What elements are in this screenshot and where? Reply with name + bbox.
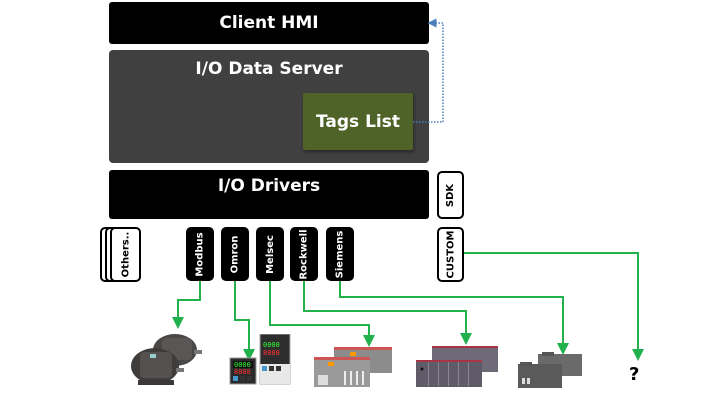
tags-list-box: Tags List bbox=[303, 93, 413, 150]
svg-text:8888: 8888 bbox=[263, 349, 280, 357]
client-hmi-label: Client HMI bbox=[219, 13, 319, 33]
tags-list-label: Tags List bbox=[316, 111, 400, 132]
driver-modbus: Modbus bbox=[186, 227, 214, 281]
io-data-server-label: I/O Data Server bbox=[195, 59, 343, 79]
driver-melsec: Melsec bbox=[256, 227, 284, 281]
rockwell-connector bbox=[303, 281, 472, 345]
io-drivers-box: I/O Drivers bbox=[109, 170, 429, 219]
compact-plcs-image bbox=[518, 352, 582, 388]
siemens-connector bbox=[339, 281, 569, 355]
io-drivers-label: I/O Drivers bbox=[217, 176, 321, 196]
svg-text:0000: 0000 bbox=[263, 341, 280, 349]
client-hmi-box: Client HMI bbox=[109, 2, 429, 44]
driver-omron: Omron bbox=[221, 227, 249, 281]
driver-siemens: Siemens bbox=[326, 227, 354, 281]
melsec-connector bbox=[269, 281, 375, 347]
sdk-box: SDK bbox=[437, 171, 464, 219]
tags-to-hmi-link bbox=[413, 18, 444, 123]
temperature-controllers-image: 0000 8888 0000 8888 bbox=[229, 334, 291, 385]
custom-connector bbox=[464, 252, 644, 361]
unknown-device-label: ? bbox=[629, 364, 640, 385]
electric-motors-image bbox=[131, 334, 202, 385]
svg-text:8888: 8888 bbox=[234, 368, 251, 376]
rack-plc-chassis-image bbox=[416, 346, 498, 387]
custom-driver-box: CUSTOM bbox=[437, 227, 464, 282]
driver-rockwell: Rockwell bbox=[290, 227, 318, 281]
svg-text:0000: 0000 bbox=[234, 361, 251, 369]
others-driver-box: Others.. bbox=[110, 227, 141, 282]
modular-plc-racks-image bbox=[314, 347, 392, 387]
modbus-connector bbox=[172, 281, 201, 329]
omron-connector bbox=[234, 281, 255, 361]
